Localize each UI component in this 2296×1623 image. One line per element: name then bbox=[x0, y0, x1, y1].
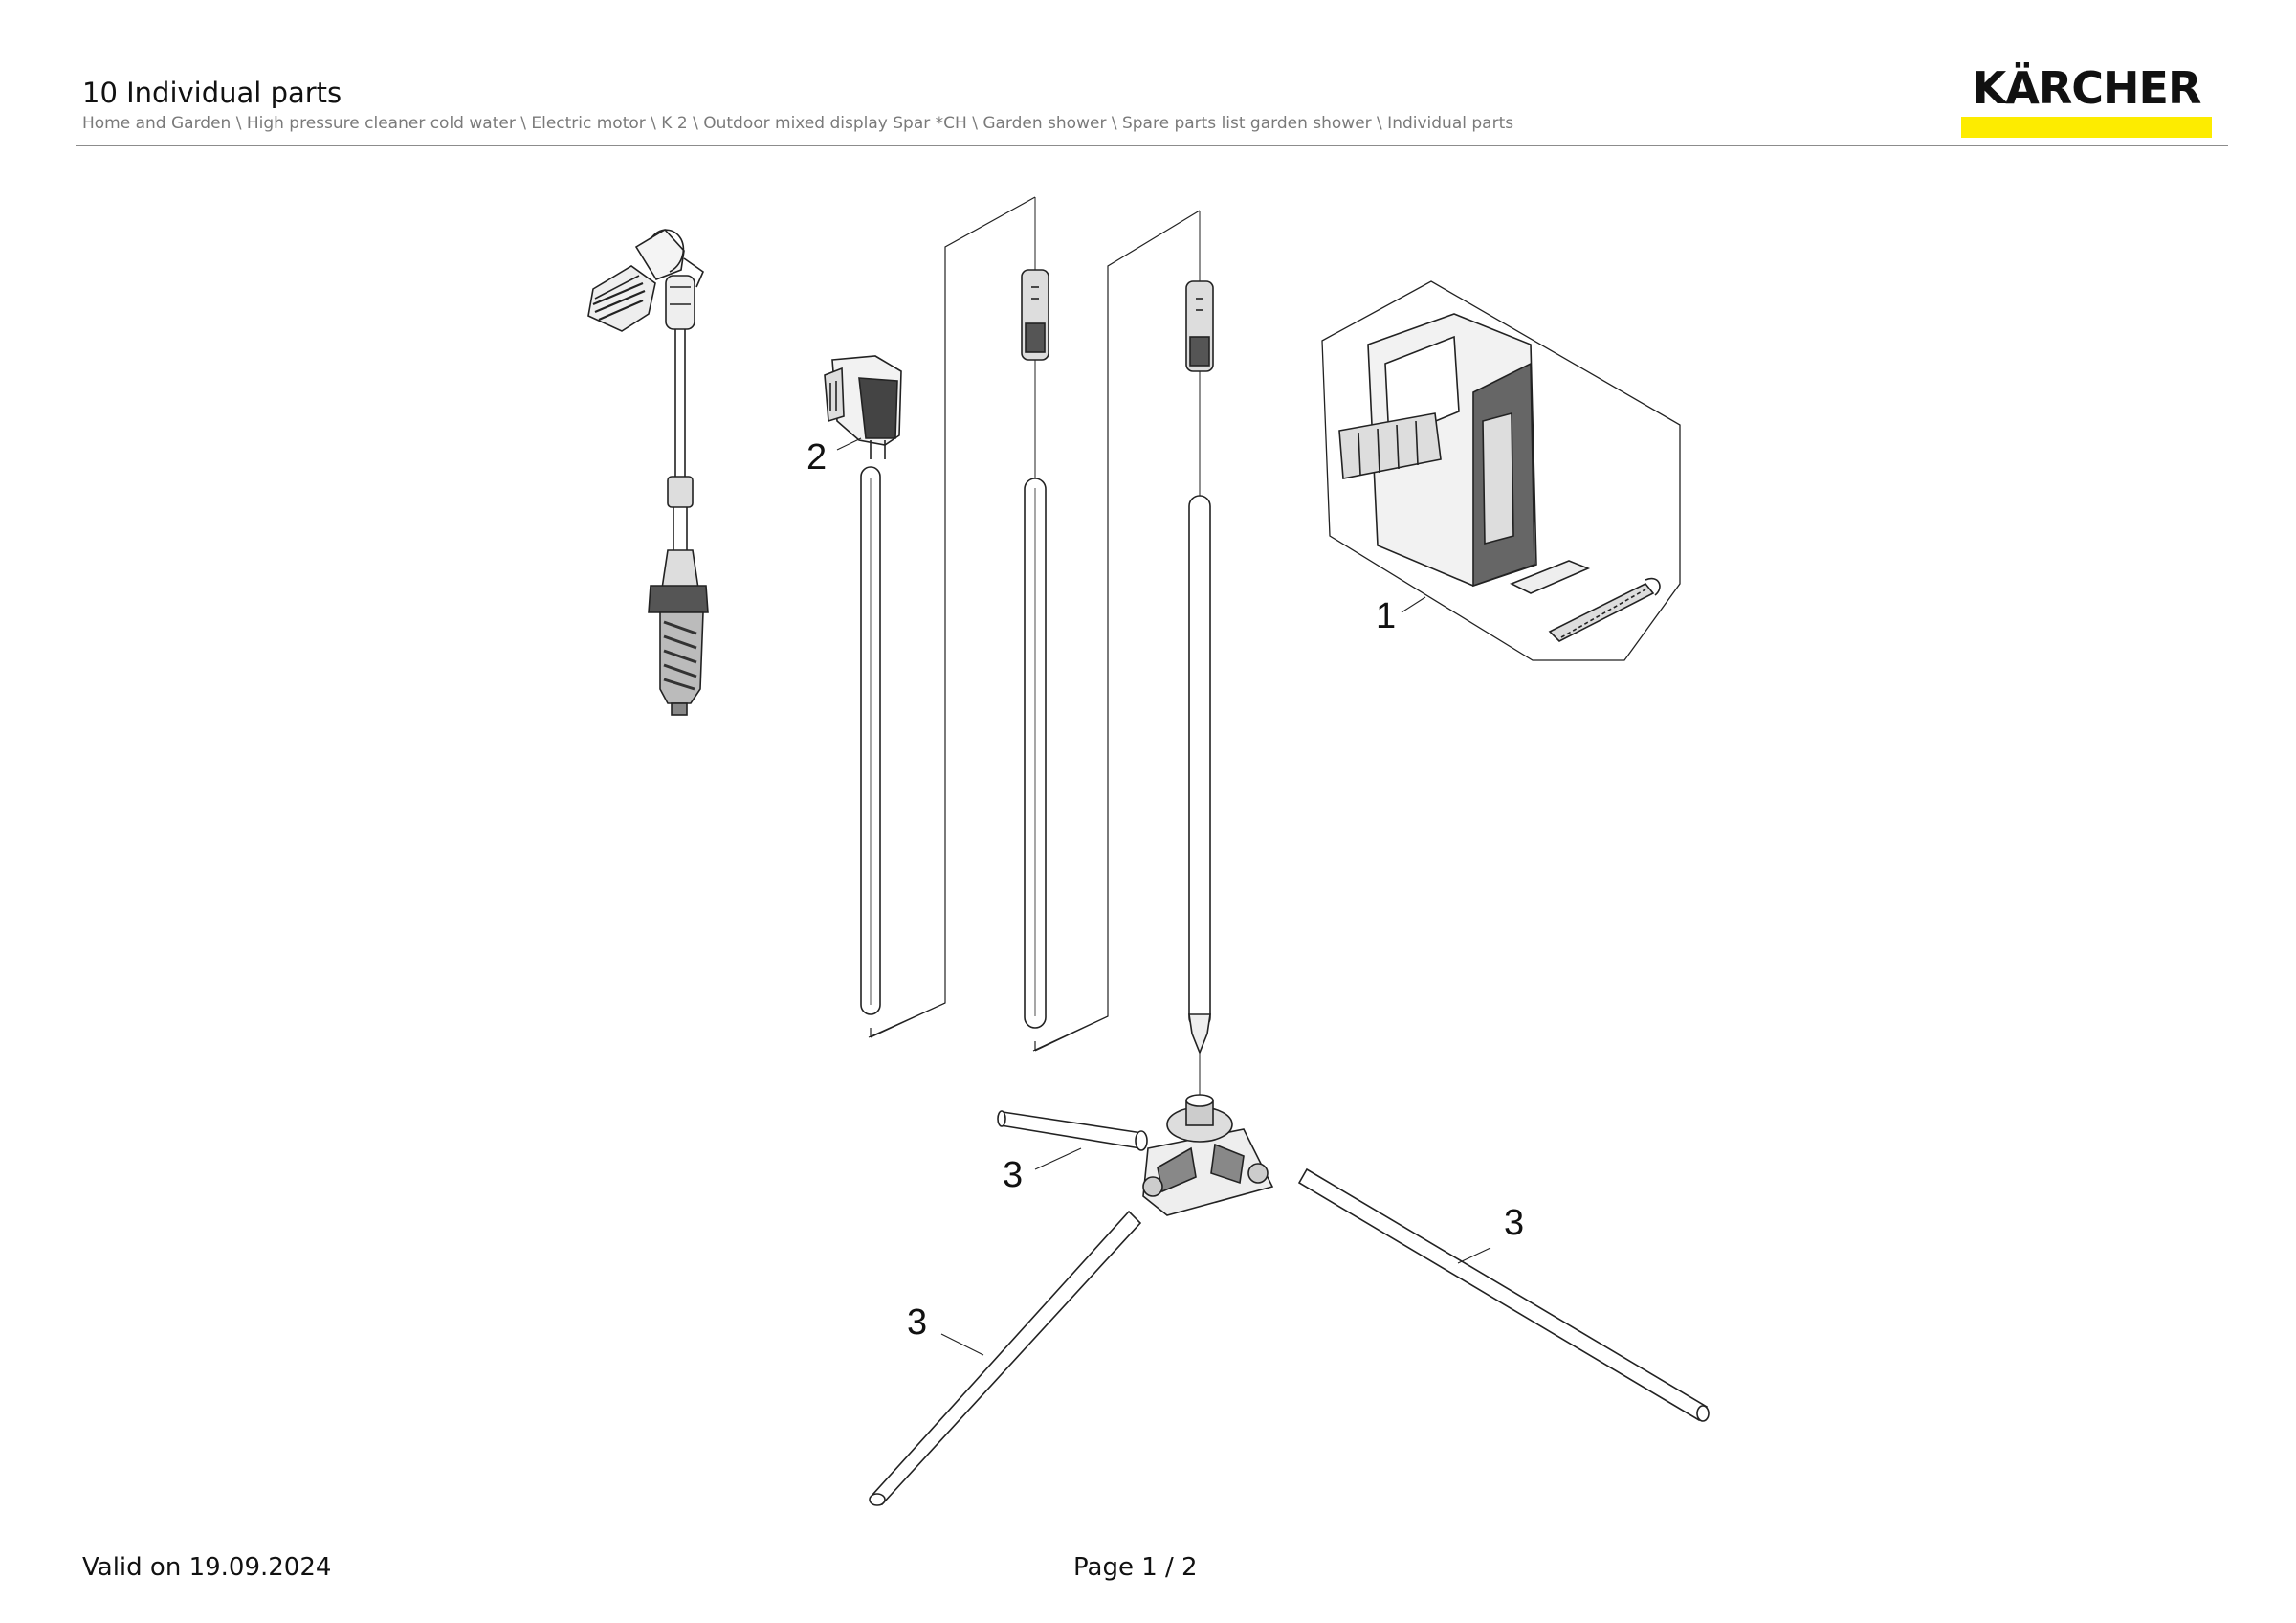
callout-leaders bbox=[836, 437, 1491, 1356]
callout-1: 1 bbox=[1376, 596, 1396, 636]
brand-logo: KÄRCHER bbox=[1961, 61, 2212, 138]
breadcrumb[interactable]: Home and Garden \ High pressure cleaner … bbox=[82, 114, 1514, 133]
shower-head-assembly bbox=[587, 228, 709, 716]
valid-date: Valid on 19.09.2024 bbox=[82, 1553, 332, 1582]
logo-wordmark: KÄRCHER bbox=[1972, 62, 2202, 114]
header-divider bbox=[76, 145, 2228, 146]
tube-left bbox=[860, 466, 881, 1015]
tube-middle bbox=[1021, 197, 1049, 1029]
page-number: Page 1 / 2 bbox=[1073, 1553, 1198, 1582]
holder-clip-part bbox=[824, 355, 902, 459]
tripod-legs bbox=[869, 1110, 1710, 1506]
callout-2: 2 bbox=[806, 437, 827, 478]
tube-right bbox=[1185, 211, 1214, 1101]
tripod-hub bbox=[1142, 1094, 1274, 1216]
page-title: 10 Individual parts bbox=[82, 77, 342, 109]
grouping-frames bbox=[868, 196, 1201, 1052]
callout-3-bottom: 3 bbox=[907, 1302, 927, 1343]
callout-3-right: 3 bbox=[1504, 1203, 1524, 1243]
callout-3-left: 3 bbox=[1003, 1155, 1023, 1195]
logo-yellow-bar bbox=[1961, 117, 2212, 138]
wall-bracket-assembly bbox=[1321, 280, 1681, 661]
